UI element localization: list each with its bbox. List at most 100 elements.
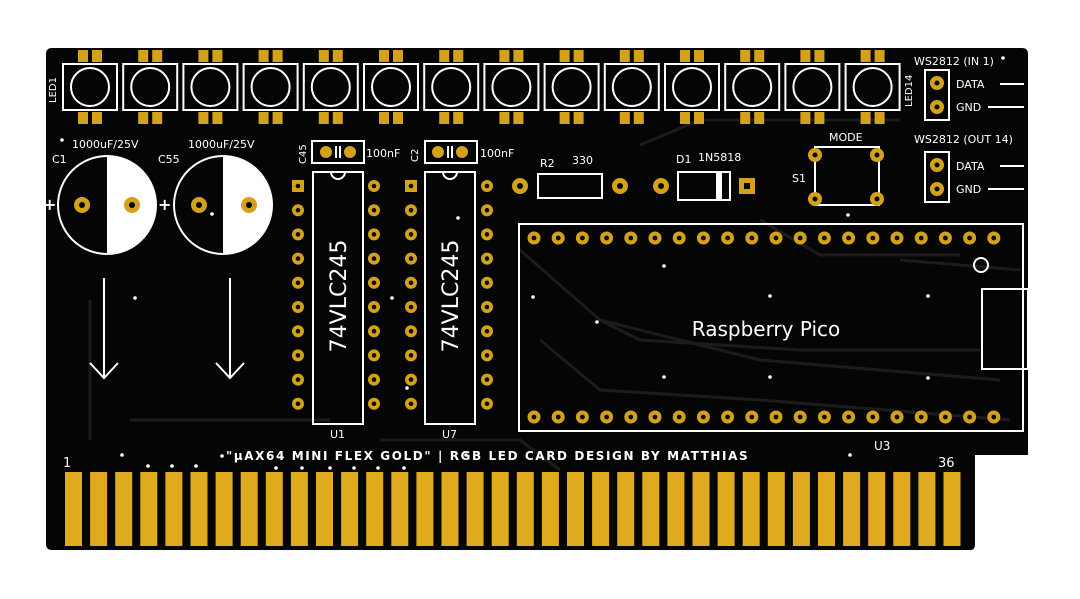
u7-part: 74VLC245 (439, 240, 464, 353)
gold-finger (893, 472, 911, 546)
gold-finger (165, 472, 183, 546)
resistor-r2 (512, 173, 628, 199)
gold-finger (692, 472, 710, 546)
ws2812-in-data-label: DATA (956, 78, 985, 91)
led-3 (182, 50, 239, 124)
d1-value: 1N5818 (698, 151, 741, 164)
led-14 (844, 50, 901, 124)
capacitor-c1: + (43, 155, 157, 255)
led-12 (724, 50, 781, 124)
u3-ref: U3 (874, 439, 890, 453)
pico-label: Raspberry Pico (692, 317, 841, 341)
led-4 (242, 50, 299, 124)
c45-value: 100nF (366, 147, 400, 160)
ws2812-out-outline (924, 151, 950, 203)
gold-finger (818, 472, 835, 546)
gold-finger (642, 472, 660, 546)
s1-label: MODE (829, 131, 863, 144)
gold-finger (792, 472, 810, 546)
gold-finger (90, 472, 108, 546)
gold-finger (667, 472, 685, 546)
gold-finger (516, 472, 534, 546)
gold-finger (441, 472, 459, 546)
copper-traces (88, 118, 1021, 472)
c55-ref: C55 (158, 153, 180, 166)
gold-finger (140, 472, 158, 546)
gold-finger (416, 472, 434, 546)
c45-ref: C45 (298, 144, 309, 164)
gold-finger (717, 472, 735, 546)
led-7 (423, 50, 480, 124)
ws2812-in-outline (924, 69, 950, 121)
gold-finger (567, 472, 584, 546)
capacitor-c45 (311, 140, 365, 164)
gold-finger (742, 472, 760, 546)
c55-plus-sign: + (158, 195, 171, 214)
led14-label: LED14 (904, 75, 915, 107)
pcb-board (46, 48, 1028, 550)
gold-finger (767, 472, 785, 546)
capacitor-c2 (424, 140, 478, 164)
gold-finger (541, 472, 559, 546)
u7-ref: U7 (442, 428, 457, 441)
c55-value: 1000uF/25V (188, 138, 255, 151)
gold-finger (316, 472, 333, 546)
pin-36-label: 36 (938, 456, 955, 471)
ic-u7-pins (405, 180, 493, 410)
led-11 (664, 50, 720, 124)
ws2812-out-title: WS2812 (OUT 14) (914, 133, 1013, 146)
ic-u1 (312, 171, 364, 425)
led-13 (784, 50, 841, 124)
gold-finger (115, 472, 133, 546)
gold-finger (391, 472, 409, 546)
edge-connector (65, 472, 961, 546)
ic-u7 (424, 171, 476, 425)
led-8 (483, 50, 540, 124)
led-9 (543, 50, 600, 124)
u1-part: 74VLC245 (327, 240, 352, 353)
r2-value: 330 (572, 154, 593, 167)
ws2812-out-gnd-label: GND (956, 183, 981, 196)
gold-finger (943, 472, 961, 546)
led-5 (302, 50, 359, 124)
pin-1-label: 1 (63, 456, 71, 471)
led-2 (122, 50, 179, 124)
gold-finger (918, 472, 936, 546)
capacitor-c55: + (158, 155, 273, 255)
ws2812-in-title: WS2812 (IN 1) (914, 55, 994, 68)
diode-d1 (653, 171, 755, 201)
pico-module (518, 223, 1029, 432)
gold-finger (491, 472, 509, 546)
u1-ref: U1 (330, 428, 345, 441)
led-row (62, 50, 901, 124)
switch-s1 (808, 146, 884, 206)
ws2812-out-data-label: DATA (956, 160, 985, 173)
c2-ref: C2 (410, 149, 421, 162)
gold-finger (617, 472, 635, 546)
gold-finger (240, 472, 258, 546)
led-6 (363, 50, 419, 124)
s1-ref: S1 (792, 172, 806, 185)
c2-value: 100nF (480, 147, 514, 160)
gold-finger (592, 472, 610, 546)
gold-finger (65, 472, 82, 546)
gold-finger (366, 472, 384, 546)
gold-finger (341, 472, 359, 546)
gold-finger (466, 472, 484, 546)
gold-finger (190, 472, 208, 546)
gold-finger (290, 472, 308, 546)
c1-ref: C1 (52, 153, 67, 166)
ws2812-in-gnd-label: GND (956, 101, 981, 114)
board-footer-text: "µAX64 MINI FLEX GOLD" | RGB LED CARD DE… (226, 449, 749, 463)
c1-value: 1000uF/25V (72, 138, 139, 151)
ic-u1-pins (292, 180, 380, 410)
led-10 (603, 50, 660, 124)
vias (60, 56, 1005, 470)
r2-ref: R2 (540, 157, 555, 170)
gold-finger (843, 472, 861, 546)
gold-finger (265, 472, 283, 546)
led1-label: LED1 (48, 77, 59, 103)
c1-plus-sign: + (43, 195, 56, 214)
d1-ref: D1 (676, 153, 691, 166)
